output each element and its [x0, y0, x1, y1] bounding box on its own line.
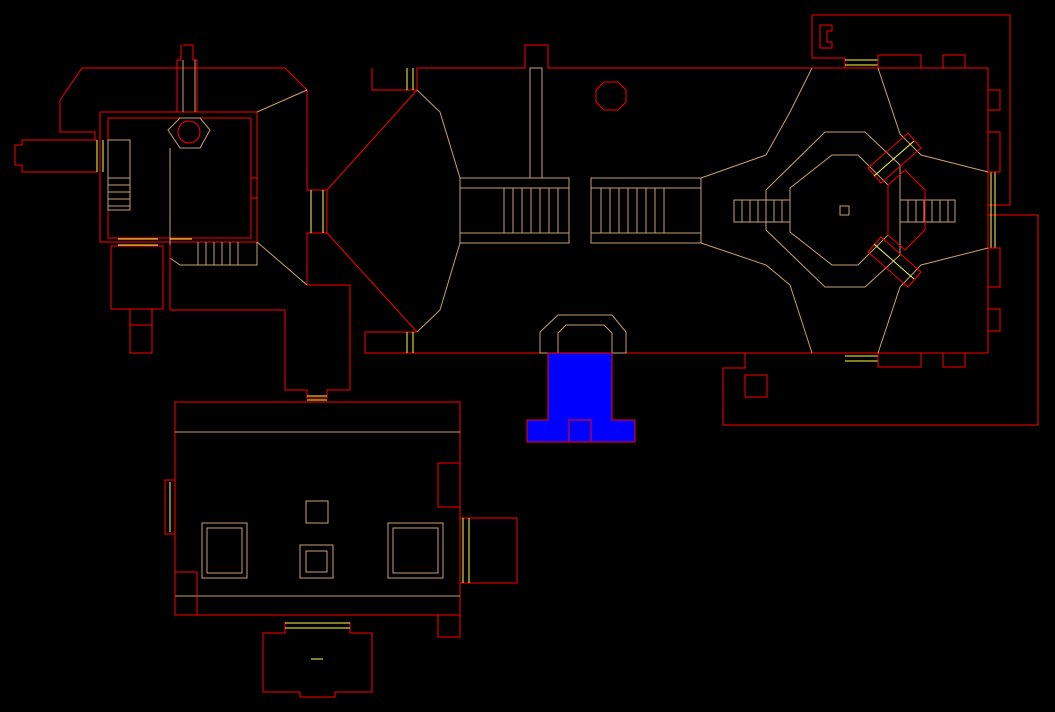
ne-tab-a [877, 54, 922, 68]
south-cell [262, 622, 373, 698]
e-tab-b [988, 131, 1001, 173]
nw-building [14, 44, 351, 401]
spire-ring [167, 117, 211, 149]
pillar-west-inner [206, 527, 243, 574]
funnel-sw [326, 232, 418, 333]
nw-upper-lobby [59, 100, 96, 140]
west-stairs-box [107, 139, 131, 211]
arena-east-ledge [700, 67, 813, 354]
spire-pit [177, 120, 201, 144]
south-east-nook [437, 462, 461, 508]
pillar-east-inner [392, 527, 439, 574]
center-marker [839, 205, 850, 216]
inner-octagon [789, 154, 889, 266]
ne-bracket [819, 24, 833, 49]
central-hall [326, 44, 813, 443]
nw-inner-stairs [197, 242, 239, 265]
se-tab-a [877, 353, 922, 368]
pillar-west-outer [201, 522, 248, 579]
central-hall-north-wall [371, 44, 812, 91]
east-arena-wall [812, 67, 989, 354]
north-spire [176, 44, 198, 113]
west-platform-stairs [503, 188, 559, 233]
north-pedestal [305, 500, 329, 524]
west-annex [14, 139, 97, 173]
pillar-east-outer [387, 522, 444, 579]
arena-west-ledge [416, 89, 461, 333]
west-doorway [164, 479, 176, 535]
south-building [164, 401, 518, 698]
arena-east-stairs-box [899, 199, 956, 223]
arena-se-gate-door [873, 243, 915, 280]
arena-se-ledge [877, 247, 989, 354]
east-platform-stairs [600, 188, 665, 233]
arena-west-stairs-box [733, 199, 791, 223]
north-column [529, 67, 543, 179]
nw-low-ledge [256, 241, 308, 286]
center-pedestal-outer [299, 544, 334, 579]
e-tab-c [988, 247, 1001, 288]
pool-drain [568, 419, 592, 443]
e-tab-a [988, 89, 1001, 111]
arena-e-gate [887, 169, 926, 251]
west-stairs [108, 177, 130, 207]
central-west-alcove [364, 331, 417, 354]
blue-pool [526, 352, 636, 443]
south-east-wing [459, 517, 518, 584]
se-tab-b [942, 353, 966, 368]
south-se-nook [437, 614, 461, 638]
arena-se-gate [867, 236, 922, 288]
arena-ne-ledge [877, 67, 989, 173]
nw-outer-wall [59, 67, 351, 399]
arena-east-stairs [907, 200, 949, 222]
funnel-nw [326, 89, 418, 191]
arena-ne-gate [867, 132, 922, 184]
south-west-nook [174, 571, 198, 616]
ne-tab-b [942, 54, 966, 68]
se-box [744, 374, 768, 398]
pool-arch [539, 314, 627, 354]
nw-switch [250, 177, 258, 199]
octagonal-pillar [595, 81, 627, 111]
center-pedestal-inner [305, 550, 328, 573]
e-tab-d [988, 308, 1001, 332]
se-annex [722, 214, 1039, 426]
west-platform [459, 177, 570, 244]
ne-annex [811, 14, 1011, 206]
south-hall [174, 401, 461, 616]
arena-ne-gate-door [873, 140, 915, 177]
arena-west-stairs [741, 200, 783, 222]
east-arena [722, 14, 1039, 426]
sw-closet-ext [129, 308, 153, 354]
sw-closet [110, 245, 164, 310]
nw-diagonal-ledge [256, 89, 308, 113]
